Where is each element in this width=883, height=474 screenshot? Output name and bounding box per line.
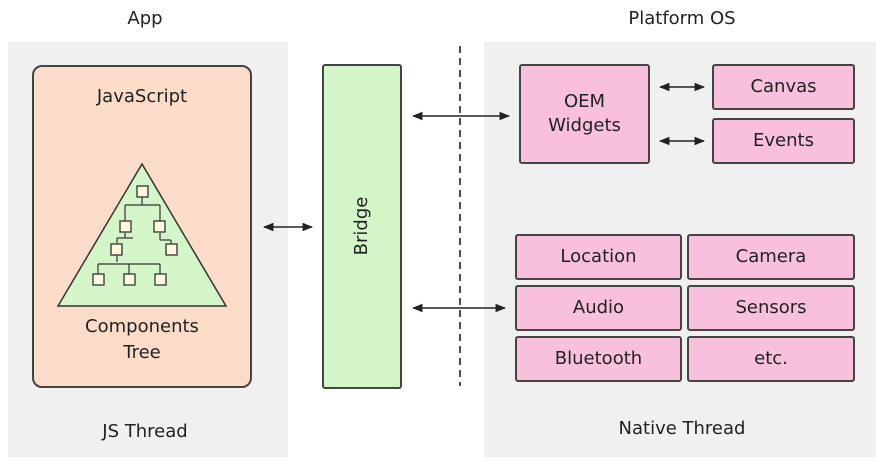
oem-widgets-box: OEM Widgets xyxy=(519,64,650,164)
tree-node xyxy=(110,243,123,256)
app-heading: App xyxy=(127,8,163,29)
tree-node xyxy=(119,220,132,233)
platform-os-heading: Platform OS xyxy=(628,8,736,29)
module-bluetooth: Bluetooth xyxy=(515,336,682,382)
tree-connectors xyxy=(97,196,172,274)
components-tree-label-line2: Tree xyxy=(123,342,161,363)
tree-node xyxy=(123,273,136,286)
tree-node xyxy=(154,273,167,286)
components-tree-label-line1: Components xyxy=(85,316,199,337)
module-camera: Camera xyxy=(687,234,855,280)
tree-node xyxy=(153,220,166,233)
components-tree-triangle xyxy=(56,162,228,307)
module-etc: etc. xyxy=(687,336,855,382)
tree-node xyxy=(136,185,149,198)
oem-widgets-label-line2: Widgets xyxy=(548,115,621,136)
arrows xyxy=(262,82,706,313)
js-thread-label: JS Thread xyxy=(102,421,188,442)
bridge-box xyxy=(322,64,402,389)
oem-widgets-label-line1: OEM xyxy=(563,91,606,112)
tree-node xyxy=(165,243,178,256)
tree-node xyxy=(92,273,105,286)
events-box: Events xyxy=(712,118,855,164)
module-sensors: Sensors xyxy=(687,285,855,331)
javascript-label: JavaScript xyxy=(96,86,188,107)
tree-nodes xyxy=(92,185,178,286)
canvas-box: Canvas xyxy=(712,64,855,110)
module-audio: Audio xyxy=(515,285,682,331)
module-location: Location xyxy=(515,234,682,280)
native-thread-label: Native Thread xyxy=(618,418,746,439)
